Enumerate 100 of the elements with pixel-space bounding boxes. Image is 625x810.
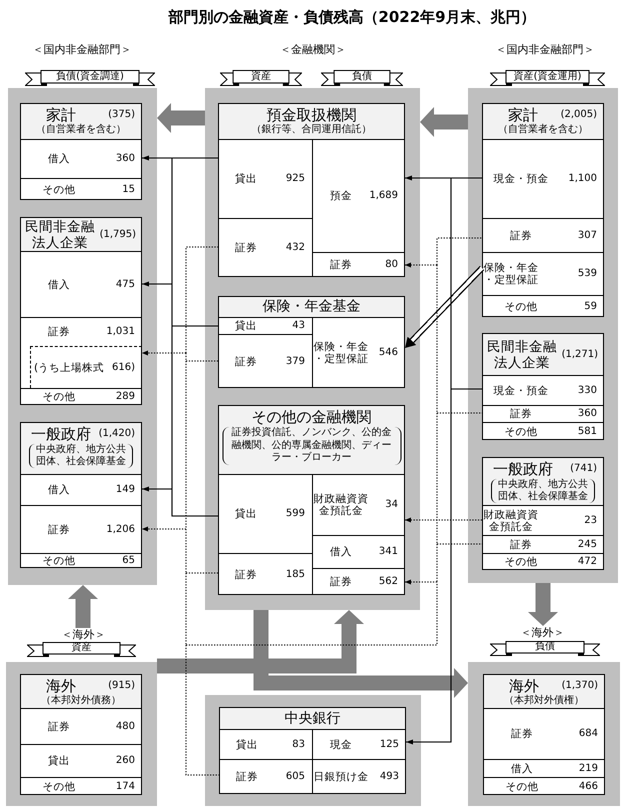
connector-line <box>450 178 452 389</box>
account-label: その他 <box>42 555 76 567</box>
account-label: 証券 <box>235 568 257 580</box>
dashed-line <box>186 572 218 574</box>
account-amount: 539 <box>578 268 597 280</box>
account-amount: 379 <box>286 356 305 368</box>
connector-line <box>172 157 218 159</box>
sector-box <box>20 422 142 568</box>
sector-box <box>20 674 142 795</box>
account-label: 貸出 <box>48 755 70 767</box>
account-label: 現金・預金 <box>494 384 548 396</box>
banner-label: 負債(資金調達) <box>56 70 124 82</box>
account-amount: 480 <box>116 720 135 732</box>
group-heading: ＜国内非金融部門＞ <box>496 43 594 56</box>
dashed-line <box>436 412 438 544</box>
ribbon-banner <box>25 70 155 86</box>
account-label: 証券 <box>236 771 258 783</box>
account-amount: 15 <box>122 184 135 196</box>
account-amount: 185 <box>286 568 305 580</box>
account-cell <box>312 139 405 252</box>
account-cell <box>312 252 405 277</box>
sector-name: 家計 <box>46 106 76 124</box>
account-amount: 493 <box>380 771 399 783</box>
account-amount: 330 <box>578 384 597 396</box>
account-amount: 59 <box>584 300 597 312</box>
connector-line <box>451 388 482 390</box>
account-label: (うち上場株式 <box>34 362 104 374</box>
dashed-line <box>186 582 438 646</box>
account-label: その他 <box>42 391 76 403</box>
dashed-arrow <box>404 518 482 522</box>
sector-total: (2,005) <box>560 109 597 122</box>
sector-total: (915) <box>108 680 135 692</box>
sector-panel <box>6 662 157 806</box>
flow-arrow <box>528 583 558 626</box>
account-amount: 925 <box>286 173 305 185</box>
dashed-line <box>186 246 218 354</box>
account-label: 現金 <box>330 738 352 750</box>
group-heading: ＜海外＞ <box>519 626 566 639</box>
account-label: 預金 <box>330 190 352 202</box>
sector-panel <box>468 88 618 583</box>
sector-total: (1,271) <box>562 348 598 361</box>
sector-name: 一般政府 <box>31 425 91 444</box>
sector-box <box>20 103 142 200</box>
sector-note: （本邦対外債権） <box>504 695 584 708</box>
group-heading: ＜金融機関＞ <box>280 43 346 56</box>
account-cell <box>483 777 605 795</box>
account-cell <box>20 553 142 568</box>
sector-box <box>218 296 405 388</box>
banner-label: 資産 <box>251 70 271 82</box>
ribbon-banner <box>490 70 605 86</box>
dashed-line <box>436 238 482 266</box>
sector-total: (1,370) <box>562 680 598 692</box>
account-label: その他 <box>42 780 76 792</box>
ribbon-banner <box>490 641 600 656</box>
account-amount: 475 <box>116 278 135 290</box>
account-label: 日銀預け金 <box>314 771 368 783</box>
dashed-arrow <box>142 350 186 356</box>
arrow <box>405 176 451 180</box>
account-label: その他 <box>504 300 538 312</box>
dashed-arrow <box>404 262 438 268</box>
account-label: 貸出 <box>235 508 257 520</box>
account-label: 証券 <box>510 408 532 420</box>
account-cell <box>20 317 142 388</box>
sector-total: (375) <box>108 109 135 122</box>
account-amount: 432 <box>286 242 305 254</box>
sector-name: 海外 <box>509 677 539 695</box>
account-label: 財政融資資金預託金 <box>313 493 369 517</box>
sector-note: 中央政府、地方公共団体、社会保障基金 <box>491 479 595 503</box>
account-amount: 245 <box>578 538 597 550</box>
dashed-line <box>436 264 438 414</box>
sector-name: 預金取扱機関 <box>266 106 356 124</box>
sector-name: 海外 <box>46 677 76 695</box>
connector-line <box>171 158 173 284</box>
group-heading: ＜海外＞ <box>60 628 107 641</box>
account-amount: 684 <box>578 728 598 740</box>
account-amount: 307 <box>578 230 597 242</box>
account-label: 証券 <box>510 230 532 242</box>
account-amount: 289 <box>116 391 135 403</box>
sector-panel <box>205 88 420 610</box>
account-amount: 360 <box>578 408 597 420</box>
account-label: 借入 <box>48 278 70 290</box>
account-label: 貸出 <box>235 320 257 332</box>
sector-panel <box>205 695 421 806</box>
sector-name: 家計 <box>508 106 538 124</box>
account-label: 借入 <box>48 484 70 496</box>
sector-note: 証券投資信託、ノンバンク、公的金融機関、公的専属金融機関、ディーラー・ブローカー <box>222 427 401 464</box>
account-label: 証券 <box>330 576 352 588</box>
sector-name: 中央銀行 <box>284 710 340 728</box>
sector-note: （本邦対外債務） <box>41 695 121 708</box>
account-label: 現金・預金 <box>494 173 548 185</box>
sector-note: （自営業者を含む） <box>498 124 588 136</box>
ribbon-banner <box>321 70 403 86</box>
account-amount: 562 <box>378 576 398 588</box>
account-amount: 466 <box>578 780 598 792</box>
account-cell <box>218 317 312 334</box>
account-amount: 260 <box>116 755 135 767</box>
sector-name: 民間非金融法人企業 <box>25 218 95 250</box>
account-label: 借入 <box>330 546 352 558</box>
account-label: 証券 <box>235 356 257 368</box>
sector-box <box>20 217 142 405</box>
